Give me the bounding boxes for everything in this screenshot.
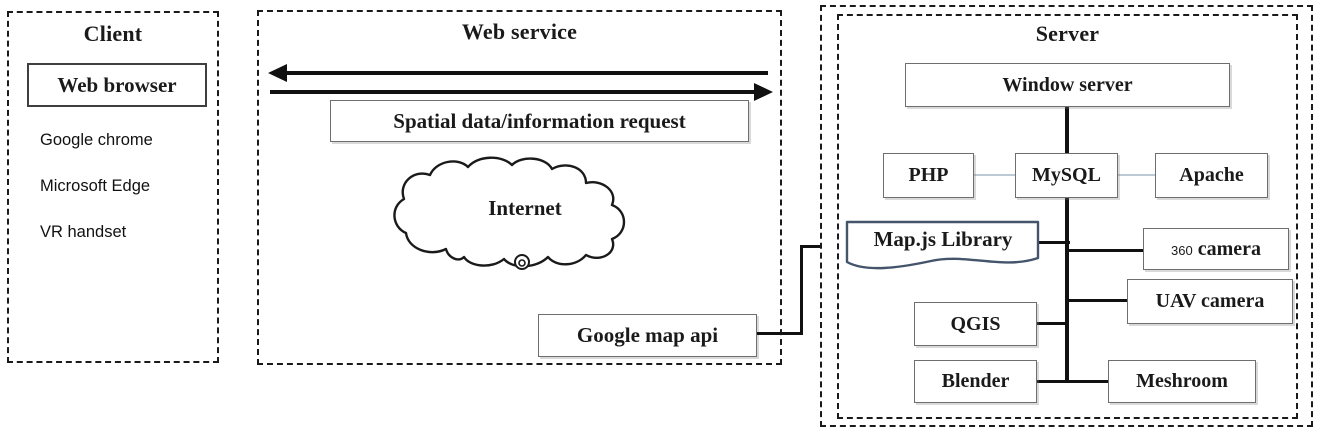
spatial-request-label: Spatial data/information request xyxy=(393,108,686,133)
server-panel-title: Server xyxy=(1035,21,1100,46)
arrow-left-line xyxy=(284,71,768,75)
google-map-api-label: Google map api xyxy=(576,323,719,347)
php-label: PHP xyxy=(908,164,949,186)
link-mysql-apache xyxy=(1117,174,1156,176)
document-shape-icon xyxy=(845,220,1040,270)
qgis-box: QGIS xyxy=(914,302,1037,346)
arrow-right-line xyxy=(270,90,756,94)
uav-camera-box: UAV camera xyxy=(1127,279,1293,324)
google-map-api-box: Google map api xyxy=(538,314,757,357)
web-browser-label: Web browser xyxy=(57,72,177,97)
connector-mapjs-spine xyxy=(1038,241,1070,244)
connector-uav-camera xyxy=(1067,299,1129,302)
web-service-panel-title: Web service xyxy=(461,19,578,44)
mysql-label: MySQL xyxy=(1032,164,1101,186)
client-panel-title: Client xyxy=(83,21,143,46)
uav-camera-label: UAV camera xyxy=(1155,290,1265,312)
spatial-request-box: Spatial data/information request xyxy=(330,100,749,142)
blender-label: Blender xyxy=(941,370,1010,392)
connector-qgis xyxy=(1037,322,1068,325)
camera-360-prefix: 360 xyxy=(1171,242,1193,258)
server-spine-line xyxy=(1065,106,1069,383)
connector-api-v xyxy=(800,245,803,335)
window-server-box: Window server xyxy=(905,63,1230,107)
client-item-vr-handset: VR handset xyxy=(40,223,127,241)
arrow-left-icon xyxy=(268,64,287,82)
cloud-tail-icon xyxy=(514,254,530,270)
web-browser-box: Web browser xyxy=(27,63,207,107)
connector-api-h1 xyxy=(757,332,803,335)
meshroom-label: Meshroom xyxy=(1136,370,1228,392)
internet-cloud-icon xyxy=(393,156,626,270)
php-box: PHP xyxy=(883,153,974,198)
link-php-mysql xyxy=(974,174,1016,176)
internet-label: Internet xyxy=(488,196,562,220)
mysql-box: MySQL xyxy=(1015,153,1118,198)
blender-box: Blender xyxy=(914,360,1037,403)
mapjs-library-label: Map.js Library xyxy=(873,227,1013,251)
client-item-microsoft-edge: Microsoft Edge xyxy=(40,177,151,195)
client-item-google-chrome: Google chrome xyxy=(40,131,153,149)
window-server-label: Window server xyxy=(1002,73,1133,96)
connector-360camera xyxy=(1067,249,1145,252)
camera-360-label: camera xyxy=(1197,237,1261,260)
meshroom-box: Meshroom xyxy=(1108,360,1256,403)
camera-360-box: 360 camera xyxy=(1143,228,1289,270)
apache-label: Apache xyxy=(1179,164,1244,186)
apache-box: Apache xyxy=(1155,153,1268,198)
connector-blender-meshroom xyxy=(1037,380,1110,383)
qgis-label: QGIS xyxy=(950,312,1001,335)
arrow-right-icon xyxy=(754,83,773,101)
